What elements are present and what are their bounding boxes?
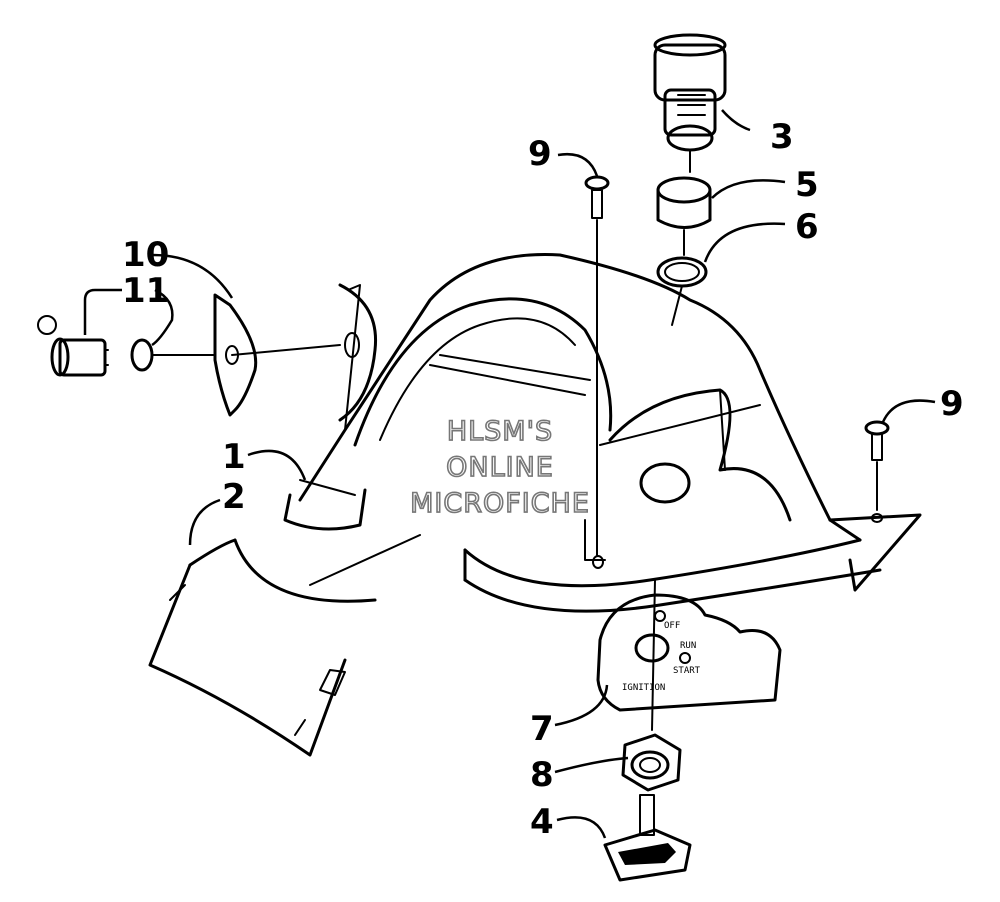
- callout-1: 1: [222, 437, 246, 477]
- lower-panel: [148, 534, 421, 757]
- bezel: [656, 176, 712, 256]
- callout-11: 11: [122, 271, 169, 311]
- callout-8: 8: [530, 755, 554, 795]
- ignition-plate: OFF RUN START IGNITION: [596, 579, 782, 731]
- callout-3: 3: [770, 117, 794, 157]
- callouts: 1 2 3 4 5 6 7 8 9 9 10 11: [122, 117, 964, 842]
- plate-start-text: START: [673, 666, 701, 676]
- ignition-switch: [653, 33, 727, 173]
- retaining-ring: [656, 256, 708, 326]
- gasket-plate: [213, 293, 360, 417]
- callout-7: 7: [530, 709, 554, 749]
- callout-9-upper: 9: [528, 134, 552, 174]
- plate-off-text: OFF: [664, 621, 680, 631]
- screw-upper: [584, 175, 610, 556]
- leader-lines: [83, 109, 936, 839]
- watermark: HLSM'S ONLINE MICROFICHE: [409, 415, 590, 520]
- plate-run-text: RUN: [680, 641, 696, 651]
- callout-6: 6: [795, 207, 819, 247]
- callout-4: 4: [530, 802, 554, 842]
- socket-assembly: [37, 315, 216, 377]
- watermark-line-2: ONLINE: [446, 452, 554, 483]
- console-housing: [283, 253, 922, 613]
- callout-5: 5: [795, 165, 819, 205]
- lock-nut: [621, 733, 682, 792]
- callout-10: 10: [122, 235, 169, 275]
- plate-ignition-text: IGNITION: [622, 683, 665, 693]
- callout-2: 2: [222, 477, 246, 517]
- ignition-key: [603, 794, 692, 882]
- screw-right: [864, 420, 890, 511]
- watermark-line-3: MICROFICHE: [410, 488, 590, 519]
- callout-9-right: 9: [940, 384, 964, 424]
- watermark-line-1: HLSM'S: [447, 416, 553, 447]
